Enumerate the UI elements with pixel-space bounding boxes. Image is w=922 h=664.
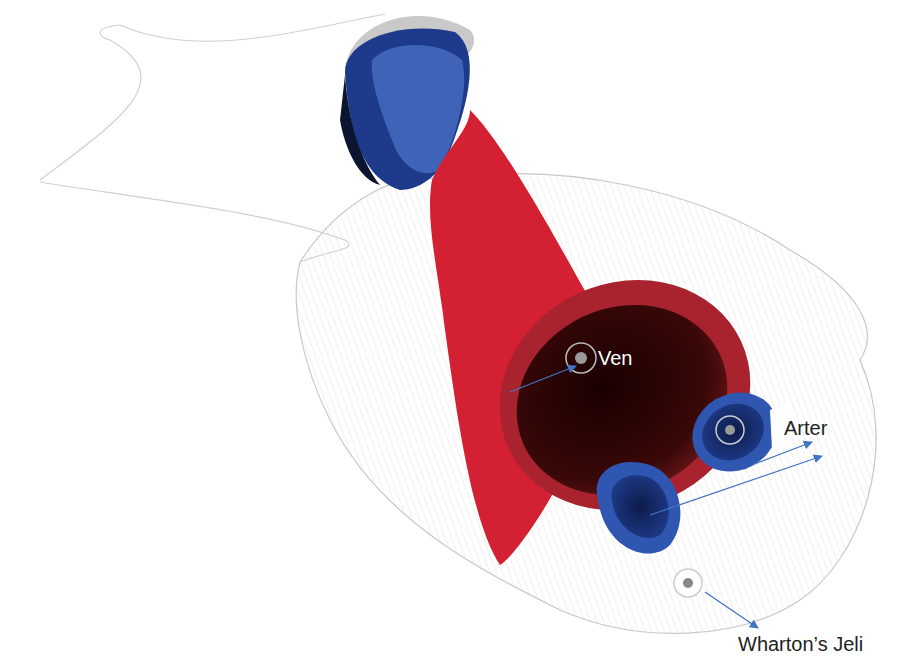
part-label: Wharton’s Jeli [738,632,863,656]
artery-lumen [692,393,774,472]
part-label: Arter [784,416,827,440]
jelly-marker-dot [683,578,693,588]
artery-wall [678,377,792,487]
vein-marker-dot [575,352,587,364]
cord-section [296,174,876,634]
artery-wall [597,462,681,554]
artery-marker [716,416,744,444]
part-label: Ven [598,346,632,370]
artery-tube-shade [340,75,380,185]
jelly-marker [674,569,702,597]
leader-lines [510,366,822,628]
artery-lumen [612,475,669,538]
artery-marker-dot [725,425,735,435]
